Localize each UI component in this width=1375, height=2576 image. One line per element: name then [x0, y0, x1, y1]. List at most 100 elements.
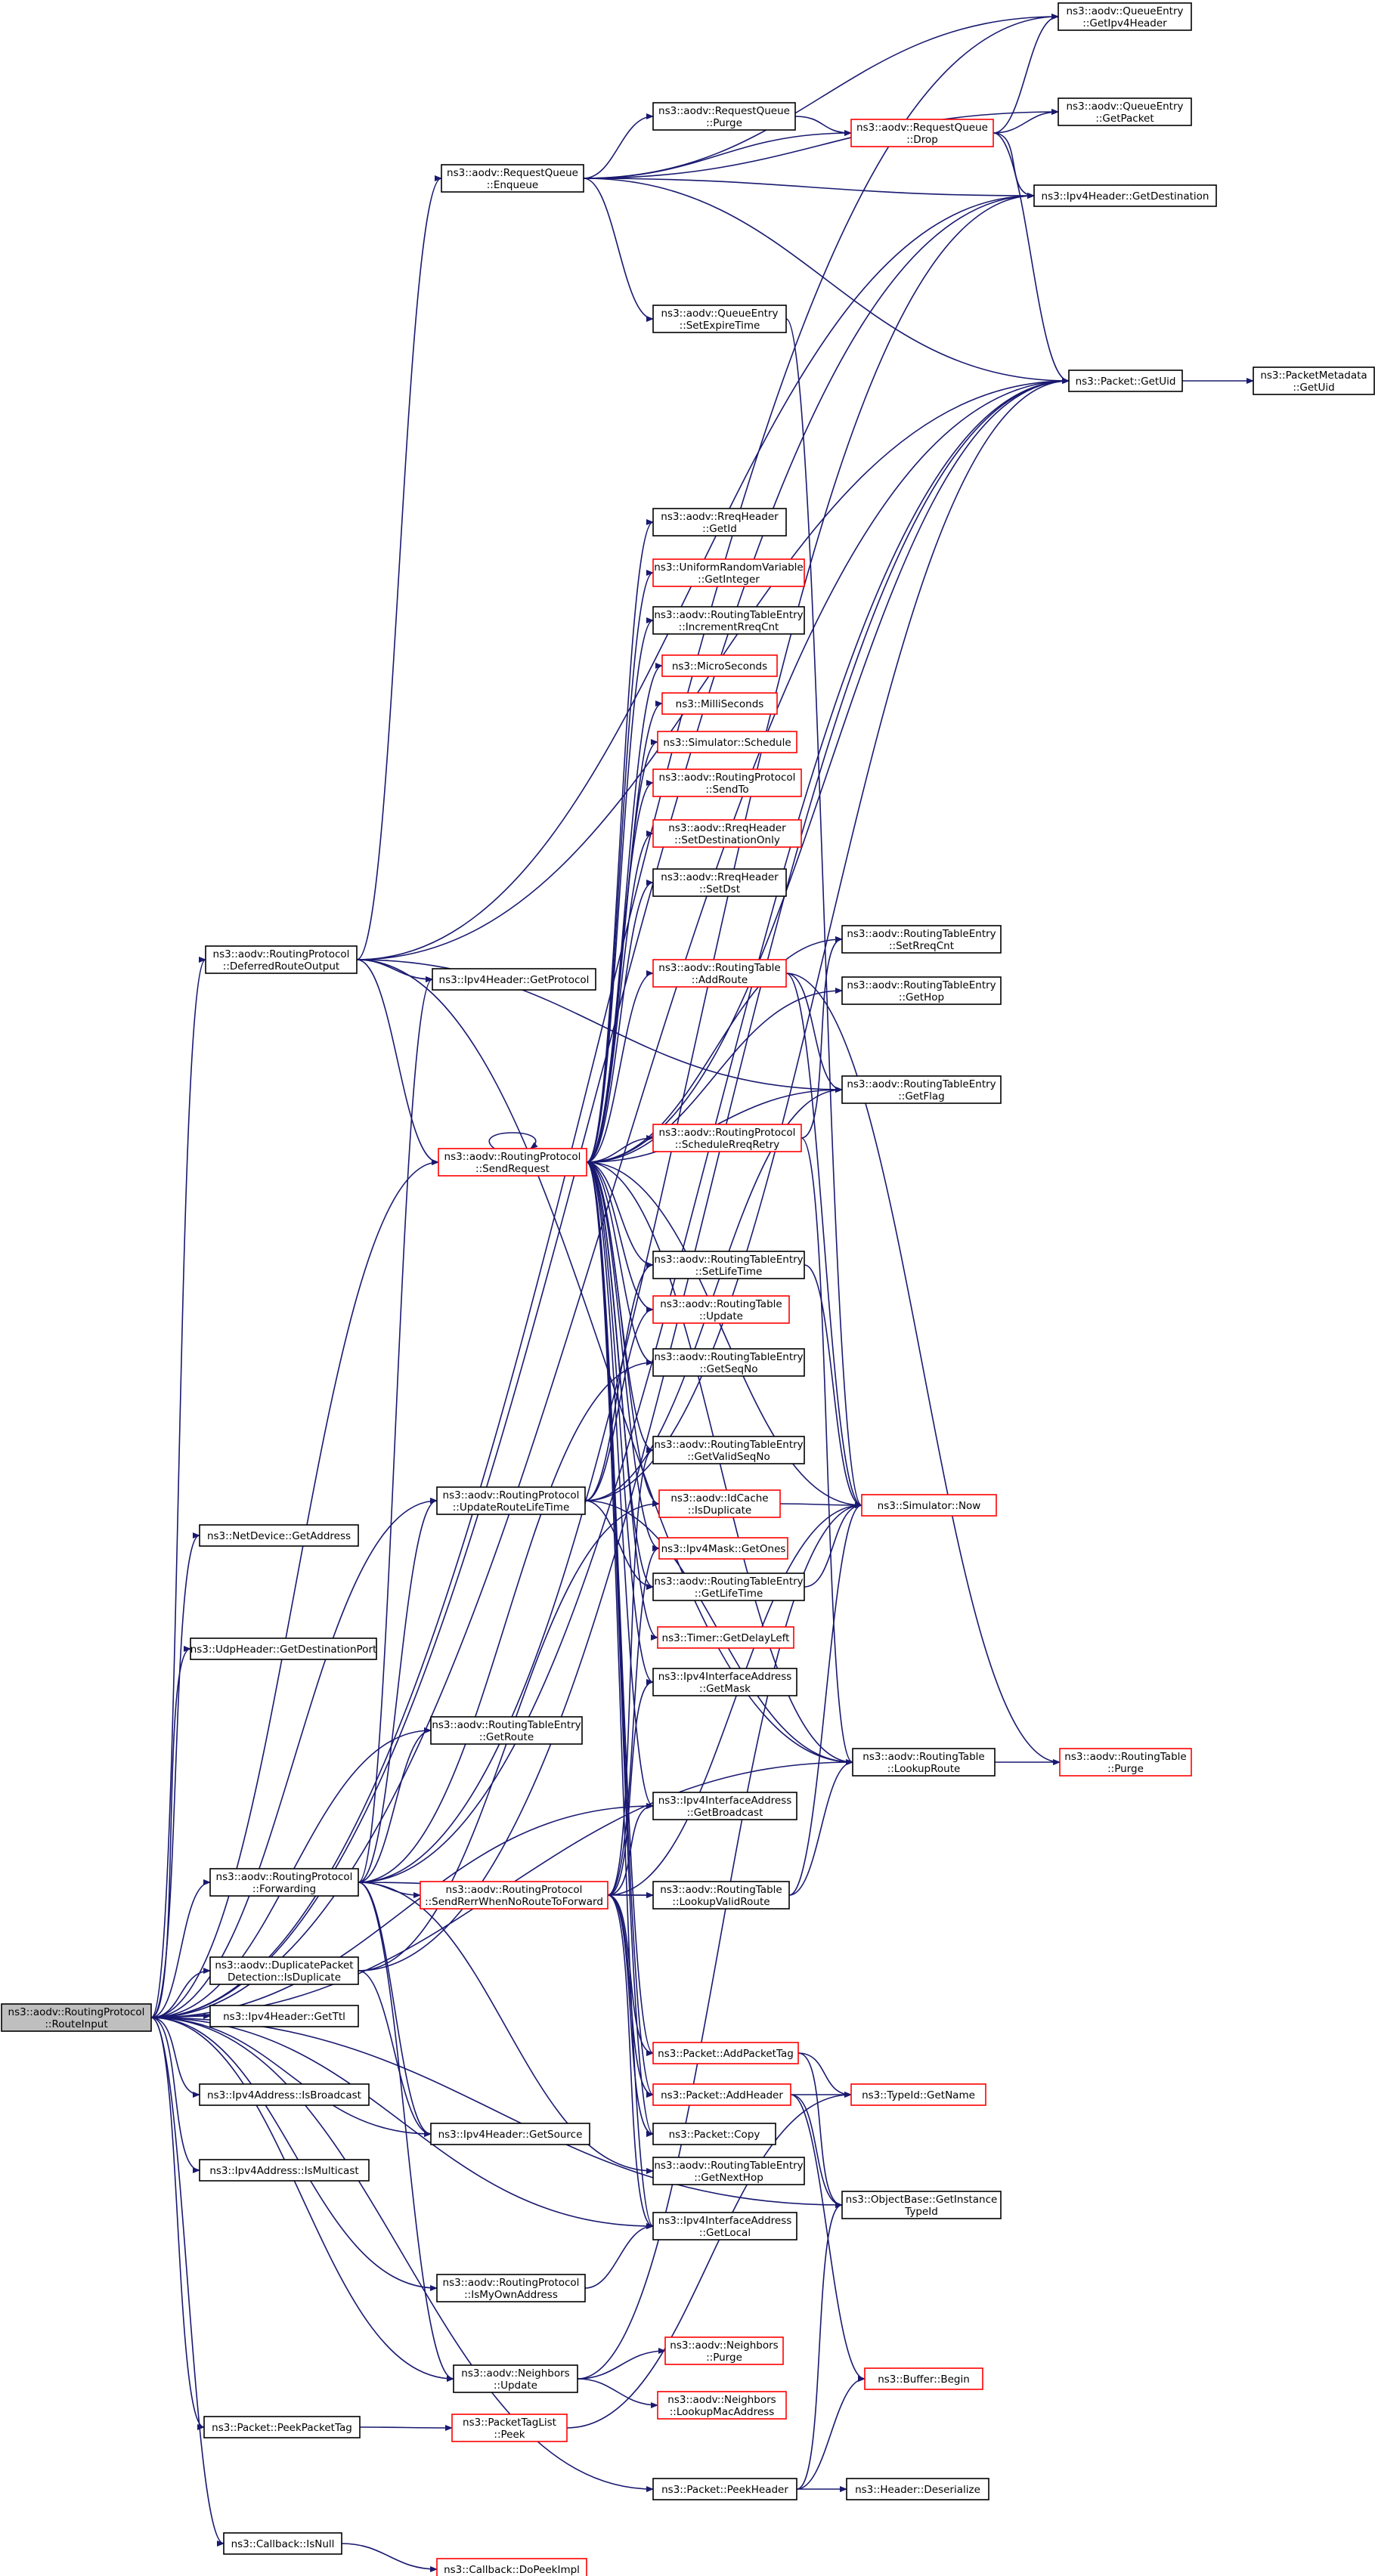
- node-label: ns3::Packet::Copy: [669, 2129, 760, 2141]
- node-rreqSetDO[interactable]: ns3::aodv::RreqHeader::SetDestinationOnl…: [652, 819, 802, 848]
- node-rpSched[interactable]: ns3::aodv::RoutingProtocol::ScheduleRreq…: [652, 1124, 802, 1152]
- node-rpFwd[interactable]: ns3::aodv::RoutingProtocol::Forwarding: [209, 1868, 359, 1897]
- node-ipv4Src[interactable]: ns3::Ipv4Header::GetSource: [430, 2123, 590, 2145]
- node-rqPurge[interactable]: ns3::aodv::RequestQueue::Purge: [652, 102, 796, 131]
- node-rreqSetDst[interactable]: ns3::aodv::RreqHeader::SetDst: [652, 868, 787, 897]
- node-root[interactable]: ns3::aodv::RoutingProtocol::RouteInput: [1, 2003, 152, 2032]
- node-timerDL[interactable]: ns3::Timer::GetDelayLeft: [657, 1626, 794, 1649]
- edge-rpSendReq-to-rteSeq: [586, 1161, 654, 1365]
- node-label: ns3::Ipv4Header::GetSource: [438, 2129, 583, 2141]
- node-rreqId[interactable]: ns3::aodv::RreqHeader::GetId: [652, 508, 787, 537]
- node-micro[interactable]: ns3::MicroSeconds: [661, 654, 778, 677]
- edge-rtLookupV-to-rtLookup: [788, 1759, 853, 1896]
- node-box: [652, 2157, 805, 2185]
- node-idDup[interactable]: ns3::aodv::IdCache::IsDuplicate: [658, 1489, 781, 1518]
- node-ipv4Ttl[interactable]: ns3::Ipv4Header::GetTtl: [209, 2005, 359, 2027]
- node-iaBcast[interactable]: ns3::Ipv4InterfaceAddress::GetBroadcast: [652, 1792, 797, 1820]
- node-pktCopy[interactable]: ns3::Packet::Copy: [652, 2123, 776, 2145]
- node-peekTag[interactable]: ns3::Packet::PeekPacketTag: [203, 2416, 361, 2438]
- node-simSched[interactable]: ns3::Simulator::Schedule: [657, 731, 797, 753]
- node-rtUpdate[interactable]: ns3::aodv::RoutingTable::Update: [652, 1295, 790, 1324]
- node-rtLookup[interactable]: ns3::aodv::RoutingTable::LookupRoute: [852, 1748, 996, 1777]
- node-nbPurge[interactable]: ns3::aodv::Neighbors::Purge: [664, 2336, 784, 2365]
- edge-rpUpdLT-to-rteGetFlag: [584, 1087, 843, 1501]
- node-rteSetLT[interactable]: ns3::aodv::RoutingTableEntry::SetLifeTim…: [652, 1251, 805, 1279]
- node-label: ::Drop: [906, 134, 938, 146]
- node-label: ::SetLifeTime: [695, 1266, 763, 1278]
- node-bufBegin[interactable]: ns3::Buffer::Begin: [864, 2367, 983, 2390]
- edge-layer: [150, 14, 1254, 2572]
- node-cbNull[interactable]: ns3::Callback::IsNull: [223, 2532, 342, 2555]
- node-rtPurge[interactable]: ns3::aodv::RoutingTable::Purge: [1059, 1748, 1192, 1777]
- node-qeExp[interactable]: ns3::aodv::QueueEntry::SetExpireTime: [652, 305, 787, 333]
- node-label: ::GetPacket: [1095, 113, 1154, 125]
- node-iaMask[interactable]: ns3::Ipv4InterfaceAddress::GetMask: [652, 1668, 797, 1696]
- node-maskOnes[interactable]: ns3::Ipv4Mask::GetOnes: [658, 1537, 788, 1560]
- node-box: [850, 119, 994, 147]
- node-rtLookupV[interactable]: ns3::aodv::RoutingTable::LookupValidRout…: [652, 1881, 790, 1910]
- edge-rpSendReq-to-rreqSetDst: [586, 880, 654, 1163]
- node-drOut[interactable]: ns3::aodv::RoutingProtocol::DeferredRout…: [205, 945, 358, 974]
- node-box: [209, 1956, 359, 1985]
- node-box: [652, 1124, 802, 1152]
- node-rpSendRerr[interactable]: ns3::aodv::RoutingProtocol::SendRerrWhen…: [420, 1881, 609, 1910]
- node-milli[interactable]: ns3::MilliSeconds: [661, 692, 778, 715]
- node-label: ns3::aodv::RoutingTableEntry: [654, 1351, 803, 1363]
- edge-rpSendReq-to-rpSendTo: [586, 780, 654, 1163]
- node-rpSendReq[interactable]: ns3::aodv::RoutingProtocol::SendRequest: [438, 1148, 587, 1177]
- node-pktAddHdr[interactable]: ns3::Packet::AddHeader: [652, 2083, 791, 2106]
- node-box: [436, 2274, 586, 2302]
- node-typeName[interactable]: ns3::TypeId::GetName: [850, 2083, 986, 2106]
- node-hdrDeser[interactable]: ns3::Header::Deserialize: [846, 2478, 989, 2500]
- node-rqDrop[interactable]: ns3::aodv::RequestQueue::Drop: [850, 119, 994, 147]
- edge-rteSetLT-to-simNow: [804, 1264, 862, 1508]
- node-rteGetHop[interactable]: ns3::aodv::RoutingTableEntry::GetHop: [841, 976, 1002, 1005]
- node-netAddr[interactable]: ns3::NetDevice::GetAddress: [199, 1524, 359, 1547]
- node-pktUid[interactable]: ns3::Packet::GetUid: [1068, 370, 1183, 392]
- node-label: ns3::aodv::RoutingTableEntry: [654, 1254, 803, 1266]
- node-label: ::GetNextHop: [694, 2172, 763, 2184]
- edge-rpUpdLT-to-rtUpdate: [584, 1307, 654, 1501]
- node-label: ns3::aodv::RequestQueue: [856, 122, 988, 134]
- node-rpUpdLT[interactable]: ns3::aodv::RoutingProtocol::UpdateRouteL…: [436, 1486, 586, 1515]
- node-rqEnq[interactable]: ns3::aodv::RequestQueue::Enqueue: [441, 164, 584, 193]
- node-addrMcast[interactable]: ns3::Ipv4Address::IsMulticast: [199, 2159, 370, 2182]
- node-label: ns3::aodv::RoutingTable: [862, 1751, 984, 1763]
- node-label: ::SendRequest: [475, 1163, 550, 1175]
- node-peekHdr[interactable]: ns3::Packet::PeekHeader: [652, 2478, 797, 2500]
- node-rtAdd[interactable]: ns3::aodv::RoutingTable::AddRoute: [652, 959, 787, 988]
- node-box: [190, 1637, 377, 1660]
- node-pktAddTag[interactable]: ns3::Packet::AddPacketTag: [652, 2042, 799, 2064]
- node-udpPort[interactable]: ns3::UdpHeader::GetDestinationPort: [190, 1637, 377, 1660]
- node-rpSendTo[interactable]: ns3::aodv::RoutingProtocol::SendTo: [652, 768, 802, 797]
- node-rteSetRreq[interactable]: ns3::aodv::RoutingTableEntry::SetRreqCnt: [841, 925, 1002, 954]
- node-ptlPeek[interactable]: ns3::PacketTagList::Peek: [451, 2414, 568, 2442]
- node-iaLocal[interactable]: ns3::Ipv4InterfaceAddress::GetLocal: [652, 2212, 797, 2240]
- node-label: ns3::aodv::RreqHeader: [661, 511, 779, 523]
- node-cbPeek[interactable]: ns3::Callback::DoPeekImpl: [436, 2558, 587, 2576]
- node-urvInt[interactable]: ns3::UniformRandomVariable::GetInteger: [652, 558, 805, 587]
- node-nbLookup[interactable]: ns3::aodv::Neighbors::LookupMacAddress: [657, 2391, 787, 2420]
- node-addrBcast[interactable]: ns3::Ipv4Address::IsBroadcast: [199, 2083, 370, 2106]
- node-qeIpv4[interactable]: ns3::aodv::QueueEntry::GetIpv4Header: [1058, 2, 1192, 31]
- node-simNow[interactable]: ns3::Simulator::Now: [861, 1494, 997, 1517]
- node-rteNext[interactable]: ns3::aodv::RoutingTableEntry::GetNextHop: [652, 2157, 805, 2185]
- node-rpOwn[interactable]: ns3::aodv::RoutingProtocol::IsMyOwnAddre…: [436, 2274, 586, 2302]
- node-rteGetLT[interactable]: ns3::aodv::RoutingTableEntry::GetLifeTim…: [652, 1573, 805, 1601]
- node-box: [1253, 366, 1375, 395]
- node-pmUid[interactable]: ns3::PacketMetadata::GetUid: [1253, 366, 1375, 395]
- node-qePkt[interactable]: ns3::aodv::QueueEntry::GetPacket: [1058, 97, 1192, 126]
- node-rteRoute[interactable]: ns3::aodv::RoutingTableEntry::GetRoute: [430, 1716, 583, 1745]
- node-rteSeq[interactable]: ns3::aodv::RoutingTableEntry::GetSeqNo: [652, 1348, 805, 1377]
- node-nbUpdate[interactable]: ns3::aodv::Neighbors::Update: [453, 2364, 578, 2393]
- node-ipv4Proto[interactable]: ns3::Ipv4Header::GetProtocol: [432, 968, 596, 991]
- node-label: ns3::Packet::GetUid: [1076, 376, 1176, 388]
- node-dupPkt[interactable]: ns3::aodv::DuplicatePacketDetection::IsD…: [209, 1956, 359, 1985]
- node-rteInc[interactable]: ns3::aodv::RoutingTableEntry::IncrementR…: [652, 606, 805, 635]
- node-rteGetFlag[interactable]: ns3::aodv::RoutingTableEntry::GetFlag: [841, 1075, 1002, 1104]
- node-label: ns3::aodv::RoutingProtocol: [216, 1871, 353, 1883]
- node-ipv4Dst[interactable]: ns3::Ipv4Header::GetDestination: [1033, 184, 1217, 207]
- edge-root-to-ipv4Dst: [150, 193, 1035, 2018]
- node-rteValid[interactable]: ns3::aodv::RoutingTableEntry::GetValidSe…: [652, 1436, 805, 1464]
